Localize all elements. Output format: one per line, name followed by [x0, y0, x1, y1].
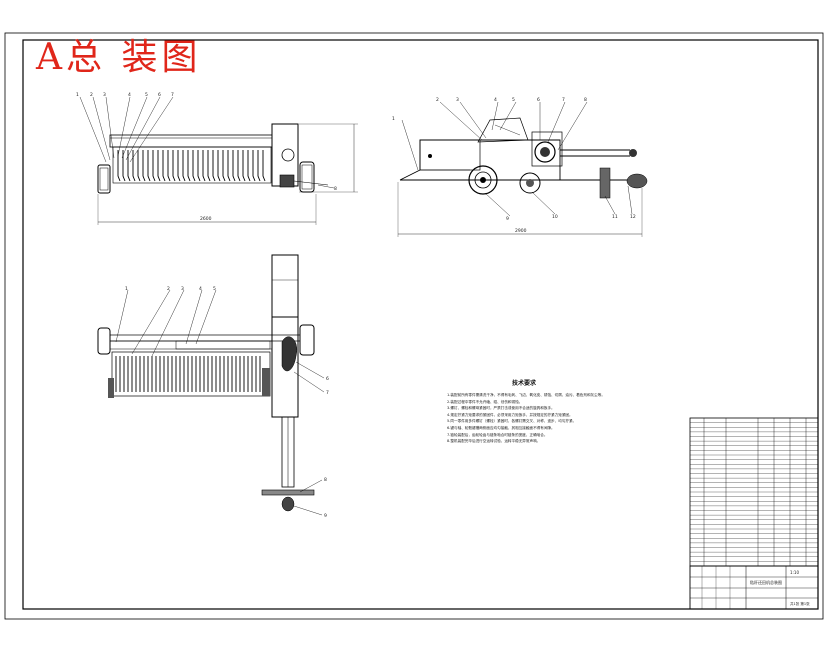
note-line: 4.规定拧紧力矩要求的紧固件，必须采用力矩扳手，并按规定的拧紧力矩紧固。 [447, 412, 573, 417]
side-label-6: 6 [537, 97, 540, 103]
side-width-dimension: 2900 [515, 228, 527, 234]
side-label-3: 3 [456, 97, 459, 103]
side-label-7: 7 [562, 97, 565, 103]
blade [177, 150, 181, 182]
side-label-8: 8 [584, 97, 587, 103]
side-label-11: 11 [612, 214, 618, 220]
blade [122, 150, 126, 182]
drawing-title: 秸秆还田机总装图 [750, 579, 782, 585]
top-label-1: 1 [125, 286, 128, 292]
top-label-9: 9 [324, 513, 327, 519]
side-label-1: 1 [392, 116, 395, 122]
side-view: 2900 1 2 3 4 5 6 7 8 9 10 11 12 [392, 97, 648, 237]
side-label-5: 5 [512, 97, 515, 103]
blade [237, 150, 241, 182]
blade [152, 150, 156, 182]
top-label-5: 5 [213, 286, 216, 292]
blade [217, 150, 221, 182]
front-label-5: 5 [145, 92, 148, 98]
side-label-9: 9 [506, 216, 509, 222]
title-block: 秸秆还田机总装图 1:10 共1张 第1张 [689, 565, 819, 610]
front-label-1: 1 [76, 92, 79, 98]
top-label-2: 2 [167, 286, 170, 292]
blade [197, 150, 201, 182]
blade [182, 150, 186, 182]
blade [142, 150, 146, 182]
front-view: 2600 1 2 3 4 5 6 7 8 [76, 92, 358, 225]
blade [137, 150, 141, 182]
sheet-number: 共1张 第1张 [790, 601, 810, 606]
front-width-dimension: 2600 [200, 216, 212, 222]
side-label-12: 12 [630, 214, 636, 220]
note-line: 1.装配前所有零件需清洗干净，不得有毛刺、飞边、氧化皮、锈蚀、切屑、油污、着色剂… [447, 393, 605, 397]
blade [252, 150, 256, 182]
top-label-7: 7 [326, 390, 329, 396]
note-line: 8.整机装配完毕后进行空运转试验，运转平稳无异常声响。 [447, 439, 541, 444]
inner-frame [22, 39, 819, 610]
front-label-2: 2 [90, 92, 93, 98]
blade [157, 150, 161, 182]
top-rotor-blades [115, 356, 261, 392]
top-label-6: 6 [326, 376, 329, 382]
outer-border [4, 32, 824, 620]
blade [247, 150, 251, 182]
front-label-8: 8 [334, 186, 337, 192]
blade [262, 150, 266, 182]
note-line: 5.同一零件用多件螺钉（螺栓）紧固时，各螺钉需交叉、对称、逐步、均匀拧紧。 [447, 419, 577, 424]
note-line: 7.链轮装配后，齿轮轮齿与链条啮合时链条的宽度，正确啮合。 [447, 432, 548, 437]
blade [167, 150, 171, 182]
technical-requirements: 1.装配前所有零件需清洗干净，不得有毛刺、飞边、氧化皮、锈蚀、切屑、油污、着色剂… [447, 392, 615, 445]
blade [212, 150, 216, 182]
top-label-4: 4 [199, 286, 202, 292]
top-view: 1 2 3 4 5 6 7 8 9 [97, 254, 329, 519]
blade [172, 150, 176, 182]
front-label-4: 4 [128, 92, 131, 98]
drawing-scale: 1:10 [790, 570, 799, 575]
front-label-7: 7 [171, 92, 174, 98]
blade [147, 150, 151, 182]
blade [227, 150, 231, 182]
top-label-8: 8 [324, 477, 327, 483]
blade [222, 150, 226, 182]
note-line: 3.螺钉、螺栓和螺母紧固时，严禁打击或使用不合适的旋具和扳手。 [447, 406, 555, 411]
blade [117, 150, 121, 182]
blade [127, 150, 131, 182]
front-label-6: 6 [158, 92, 161, 98]
note-line: 2.装配过程中零件不允许磕、碰、划伤和锈蚀。 [447, 399, 523, 404]
parts-list-table [689, 417, 819, 567]
front-label-3: 3 [103, 92, 106, 98]
top-label-3: 3 [181, 286, 184, 292]
blade [232, 150, 236, 182]
blade [187, 150, 191, 182]
technical-requirements-heading: 技术要求 [512, 380, 537, 387]
assembly-drawing-stamp: A总 装图 [36, 37, 202, 78]
blade [192, 150, 196, 182]
blade [207, 150, 211, 182]
blade [132, 150, 136, 182]
blade [162, 150, 166, 182]
rotor-blades [117, 150, 266, 182]
blade [202, 150, 206, 182]
side-label-4: 4 [494, 97, 497, 103]
side-label-10: 10 [552, 214, 558, 220]
blade [257, 150, 261, 182]
side-label-2: 2 [436, 97, 439, 103]
note-line: 6.键与轴、轮毂键槽两侧面应均匀接触，其相互接触面不得有间隙。 [447, 425, 555, 430]
blade [242, 150, 246, 182]
